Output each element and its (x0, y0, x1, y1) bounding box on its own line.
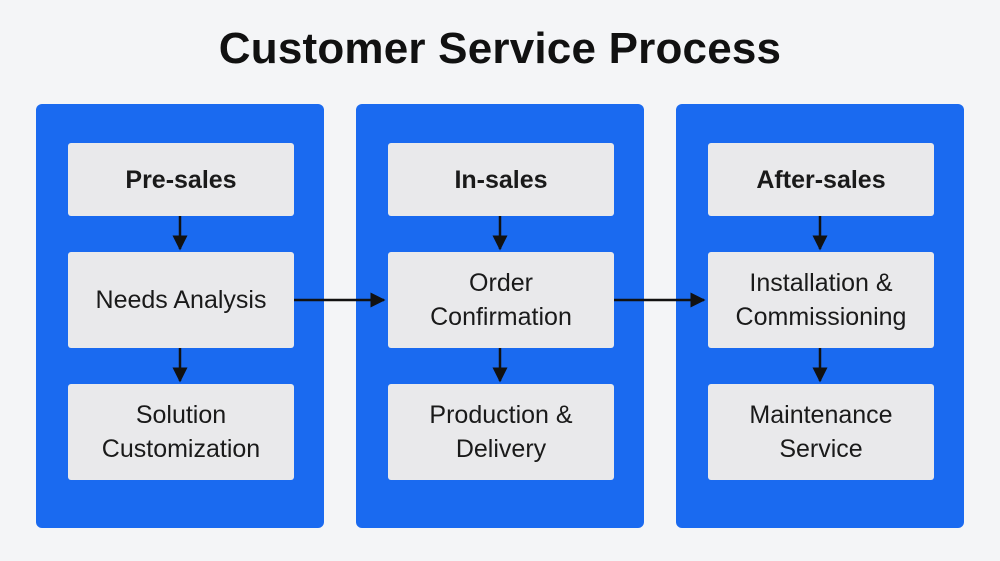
step-label-line: Needs Analysis (95, 286, 267, 314)
stage-header-label: After-sales (756, 165, 886, 194)
step-label-line: Delivery (455, 435, 547, 463)
stage-after-sales: After-sales Installation & Commissioning… (676, 104, 964, 528)
stage-header-label: In-sales (454, 165, 548, 194)
stage-pre-sales: Pre-sales Needs Analysis Solution Custom… (36, 104, 324, 528)
step-label-line: Customization (101, 435, 261, 463)
step-label-line: Service (779, 435, 863, 463)
step-order-confirmation: Order Confirmation (388, 252, 614, 348)
diagram-title: Customer Service Process (218, 24, 782, 73)
step-label-line: Production & (429, 401, 573, 429)
step-label-line: Order (469, 269, 533, 297)
stage-in-sales: In-sales Order Confirmation Production &… (356, 104, 644, 528)
stage-header-pre-sales: Pre-sales (68, 143, 294, 216)
step-maintenance-service: Maintenance Service (708, 384, 934, 480)
step-needs-analysis: Needs Analysis (68, 252, 294, 348)
step-label-line: Confirmation (430, 303, 572, 331)
step-installation-commissioning: Installation & Commissioning (708, 252, 934, 348)
stage-header-label: Pre-sales (125, 165, 237, 194)
step-label-line: Installation & (749, 269, 893, 297)
step-label-line: Solution (135, 401, 227, 429)
step-label-line: Commissioning (735, 303, 907, 331)
step-label-line: Maintenance (749, 401, 893, 429)
step-production-delivery: Production & Delivery (388, 384, 614, 480)
stage-header-after-sales: After-sales (708, 143, 934, 216)
step-solution-customization: Solution Customization (68, 384, 294, 480)
stage-header-in-sales: In-sales (388, 143, 614, 216)
